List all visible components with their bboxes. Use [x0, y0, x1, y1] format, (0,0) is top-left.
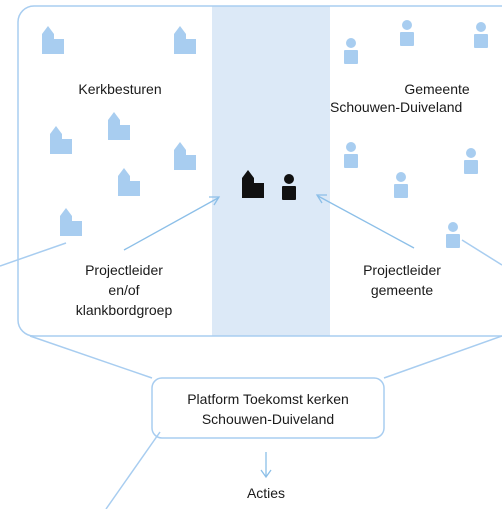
group-title-churches: Kerkbesturen: [62, 80, 178, 98]
arrow-left-to-center: [123, 197, 219, 251]
role-right-line1: Projectleider: [363, 262, 441, 278]
person-icon: [464, 148, 478, 174]
platform-box: [151, 377, 385, 439]
stakeholders-panel: [17, 5, 502, 337]
actions-label: Acties: [246, 485, 286, 501]
role-left-line3: klankbordgroep: [75, 302, 173, 318]
platform-line2: Schouwen-Duiveland: [201, 411, 335, 427]
group-title-municipality-line2: Schouwen-Duiveland: [330, 99, 463, 115]
person-icon: [474, 22, 488, 48]
church-icon: [118, 168, 140, 196]
person-icon: [400, 20, 414, 46]
church-icon: [60, 208, 82, 236]
arrowhead-left: [209, 196, 221, 206]
funnel-line-left: [29, 335, 153, 379]
church-icon: [50, 126, 72, 154]
role-left-line1: Projectleider: [85, 262, 163, 278]
church-icon: [42, 26, 64, 54]
arrowhead-down: [260, 469, 272, 479]
church-icon: [174, 26, 196, 54]
person-icon: [394, 172, 408, 198]
arrow-right-to-center: [317, 195, 415, 249]
person-icon: [344, 38, 358, 64]
funnel-line-right: [383, 335, 502, 379]
role-right-line2: gemeente: [370, 282, 434, 298]
group-title-municipality-line1: Gemeente: [404, 81, 470, 97]
connector-left-out: [0, 242, 67, 267]
connector-platform-down: [105, 431, 161, 509]
connector-right-out: [461, 239, 502, 266]
arrowhead-right: [315, 194, 327, 204]
church-icon: [174, 142, 196, 170]
person-icon: [446, 222, 460, 248]
church-icon: [108, 112, 130, 140]
platform-line1: Platform Toekomst kerken: [187, 391, 349, 407]
role-left-line2: en/of: [108, 282, 140, 298]
center-band: [212, 6, 330, 336]
person-icon: [344, 142, 358, 168]
